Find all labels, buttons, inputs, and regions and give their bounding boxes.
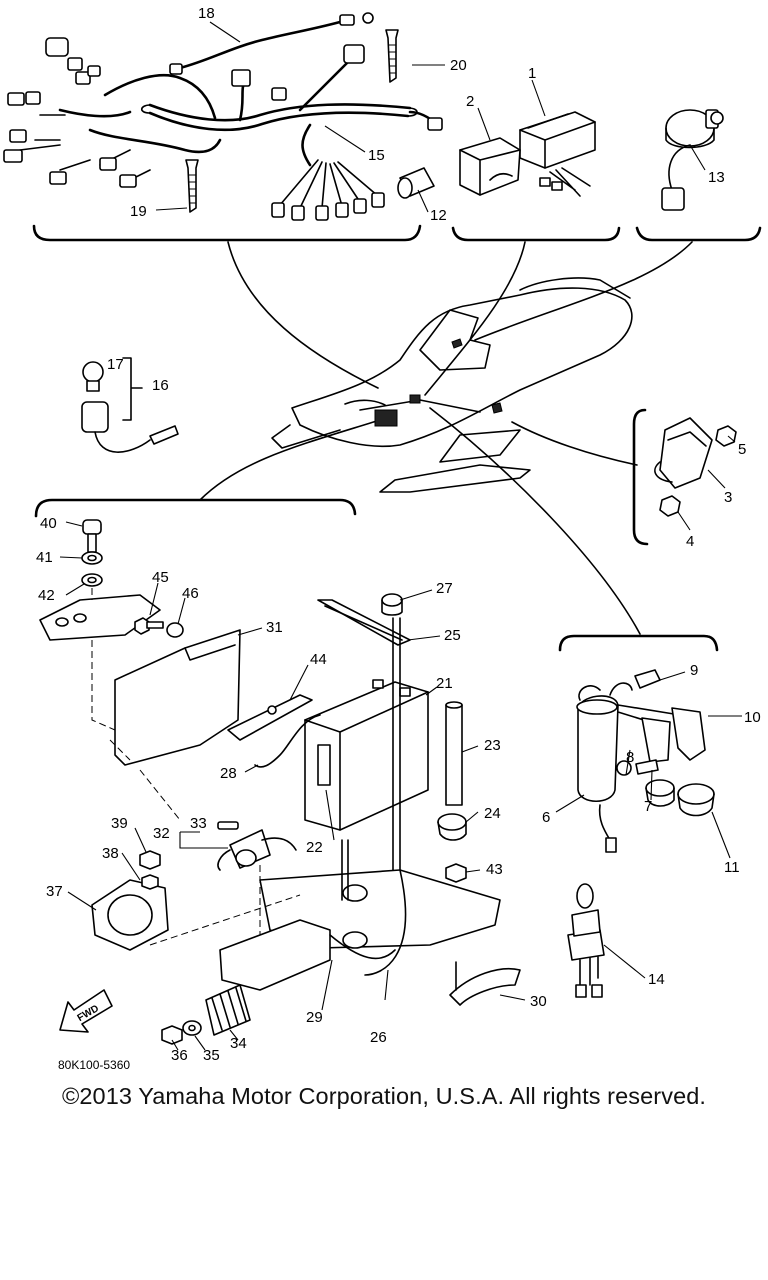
callout-29: 29 — [306, 1009, 323, 1026]
callout-9: 9 — [690, 662, 698, 679]
callout-12: 12 — [430, 207, 447, 224]
callout-17: 17 — [107, 356, 124, 373]
callout-43: 43 — [486, 861, 503, 878]
callout-36: 36 — [171, 1047, 188, 1064]
callout-35: 35 — [203, 1047, 220, 1064]
callout-18: 18 — [198, 5, 215, 22]
callout-26: 26 — [370, 1029, 387, 1046]
callout-25: 25 — [444, 627, 461, 644]
callout-4: 4 — [686, 533, 694, 550]
callout-20: 20 — [450, 57, 467, 74]
battery-bracket-assembly — [39, 519, 521, 1045]
callout-labels: 1 2 3 4 5 6 7 8 9 10 11 12 13 14 15 16 1… — [36, 5, 761, 1070]
callout-16: 16 — [152, 377, 169, 394]
callout-33: 33 — [190, 815, 207, 832]
callout-2: 2 — [466, 93, 474, 110]
callout-5: 5 — [738, 441, 746, 458]
callout-7: 7 — [644, 798, 652, 815]
callout-3: 3 — [724, 489, 732, 506]
callout-22: 22 — [306, 839, 323, 856]
callout-15: 15 — [368, 147, 385, 164]
callout-24: 24 — [484, 805, 501, 822]
callout-37: 37 — [46, 883, 63, 900]
copyright-notice: ©2013 Yamaha Motor Corporation, U.S.A. A… — [61, 1083, 707, 1109]
fwd-arrow: FWD — [59, 989, 113, 1033]
callout-14: 14 — [648, 971, 665, 988]
callout-6: 6 — [542, 809, 550, 826]
ignition-coil-group — [576, 669, 715, 853]
leader-lines — [59, 21, 742, 1051]
callout-13: 13 — [708, 169, 725, 186]
callout-11: 11 — [724, 859, 740, 876]
callout-32: 32 — [153, 825, 170, 842]
callout-21: 21 — [436, 675, 453, 692]
snowmobile-illustration — [271, 277, 633, 493]
toggle-switch-group — [567, 883, 605, 998]
callout-45: 45 — [152, 569, 169, 586]
parts-diagram: FWD — [3, 5, 762, 1070]
callout-27: 27 — [436, 580, 453, 597]
connector-curves — [199, 241, 693, 635]
callout-41: 41 — [36, 549, 53, 566]
callout-28: 28 — [220, 765, 237, 782]
bulb-socket-group — [81, 361, 179, 453]
callout-34: 34 — [230, 1035, 247, 1052]
callout-31: 31 — [266, 619, 283, 636]
drawing-code: 80K100-5360 — [58, 1058, 130, 1070]
wire-harness-group — [3, 12, 443, 221]
callout-1: 1 — [528, 65, 536, 82]
callout-10: 10 — [744, 709, 761, 726]
callout-39: 39 — [111, 815, 128, 832]
callout-40: 40 — [40, 515, 57, 532]
callout-23: 23 — [484, 737, 501, 754]
group-brackets — [32, 224, 762, 652]
callout-8: 8 — [626, 749, 634, 766]
cdi-unit-group — [459, 111, 596, 197]
callout-38: 38 — [102, 845, 119, 862]
callout-42: 42 — [38, 587, 55, 604]
callout-46: 46 — [182, 585, 199, 602]
callout-19: 19 — [130, 203, 147, 220]
rectifier-group — [654, 417, 737, 517]
main-switch-group — [661, 109, 724, 211]
callout-44: 44 — [310, 651, 327, 668]
callout-30: 30 — [530, 993, 547, 1010]
